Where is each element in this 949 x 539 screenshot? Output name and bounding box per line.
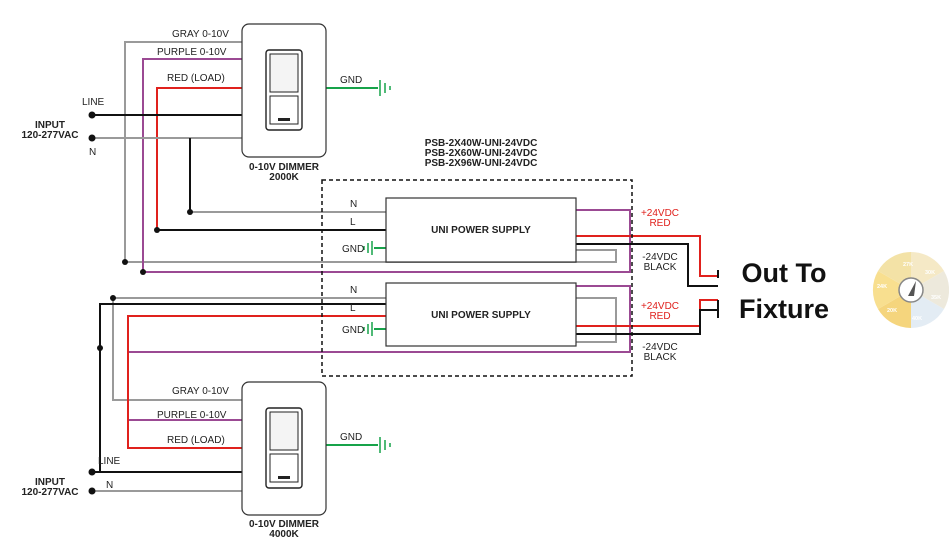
bottom-neutral-terminal [88,487,96,495]
power-supply-enclosure [321,179,633,377]
psu2-l-label: L [350,303,356,314]
bottom-line-label: LINE [98,456,121,467]
bottom-gray-label: GRAY 0-10V [172,386,229,397]
psu2-positive-color: RED [649,311,670,322]
junction-dot [154,227,160,233]
top-gray-wire [124,41,242,262]
bottom-dimmer-title: 0-10V DIMMER [249,519,320,530]
psu1-positive-label: +24VDC [641,208,679,219]
psu2-neg-out [576,309,718,335]
dial-label-20k: 20K [887,308,897,314]
junction-dot [140,269,146,275]
dial-label-40k: 40K [912,316,922,322]
bottom-input-label: INPUT [35,477,65,488]
output-title-line2: Fixture [739,294,829,324]
psu2-box [385,282,577,347]
psu1-gnd-label: GND [342,244,364,255]
psu1-pos-out [576,235,718,277]
top-gray-bus [125,249,617,263]
psu2-positive-label: +24VDC [641,301,679,312]
bottom-line-terminal [88,468,96,476]
bottom-input-voltage: 120-277VAC [21,487,78,498]
psu1-ground-icon [363,241,373,255]
psu2-gnd-label: GND [342,325,364,336]
top-input-label: INPUT [35,120,65,131]
psu2-ground-icon [363,322,373,336]
top-dimmer-cct: 2000K [269,172,299,183]
psu1-l-label: L [350,217,356,228]
top-purple-bus [143,209,631,273]
junction-dots [88,111,193,495]
model-label-3: PSB-2X96W-UNI-24VDC [425,158,538,169]
top-line-label: LINE [82,97,105,108]
cct-dial-icon: 27K 30K 35K 40K 20K 24K [872,251,949,329]
psu1-positive-color: RED [649,218,670,229]
top-input-voltage: 120-277VAC [21,130,78,141]
ground-symbols [363,80,391,453]
top-gray-label: GRAY 0-10V [172,29,229,40]
bottom-wiring [92,285,718,492]
psu1-negative-label: -24VDC [642,252,678,263]
bottom-l-feed [99,303,386,348]
junction-dot [97,345,103,351]
junction-dot [110,295,116,301]
psu1-title: UNI POWER SUPPLY [431,225,531,236]
top-line-terminal [88,111,96,119]
dial-label-35k: 35K [931,295,941,301]
top-n-label: N [89,147,96,158]
bottom-gray-bus [113,297,617,343]
top-red-load-wire [156,87,242,230]
top-purple-label: PURPLE 0-10V [157,47,227,58]
bottom-purple-bus [128,285,631,353]
bottom-red-load-wire [127,315,386,449]
bottom-n-label: N [106,480,113,491]
dial-label-30k: 30K [925,270,935,276]
bottom-gnd-label: GND [340,432,362,443]
bottom-purple-label: PURPLE 0-10V [157,410,227,421]
psu2-negative-color: BLACK [644,352,677,363]
top-ground-icon [379,80,391,96]
bottom-dimmer [241,381,327,516]
junction-dot [187,209,193,215]
model-label-1: PSB-2X40W-UNI-24VDC [425,138,538,149]
junction-dot [122,259,128,265]
model-label-2: PSB-2X60W-UNI-24VDC [425,148,538,159]
output-title-line1: Out To [742,258,827,288]
top-neutral-terminal [88,134,96,142]
psu1-n-label: N [350,199,357,210]
psu2-n-label: N [350,285,357,296]
dial-label-27k: 27K [903,262,913,268]
dial-label-24k: 24K [877,284,887,290]
psu1-box [385,197,577,263]
bottom-red-label: RED (LOAD) [167,435,225,446]
psu2-title: UNI POWER SUPPLY [431,310,531,321]
bottom-gray-wire [112,298,242,401]
top-purple-wire [142,58,242,272]
bottom-ground-icon [379,437,391,453]
top-red-label: RED (LOAD) [167,73,225,84]
psu2-negative-label: -24VDC [642,342,678,353]
top-dimmer [241,23,327,158]
top-gnd-label: GND [340,75,362,86]
bottom-dimmer-cct: 4000K [269,529,299,539]
top-dimmer-title: 0-10V DIMMER [249,162,320,173]
psu1-negative-color: BLACK [644,262,677,273]
